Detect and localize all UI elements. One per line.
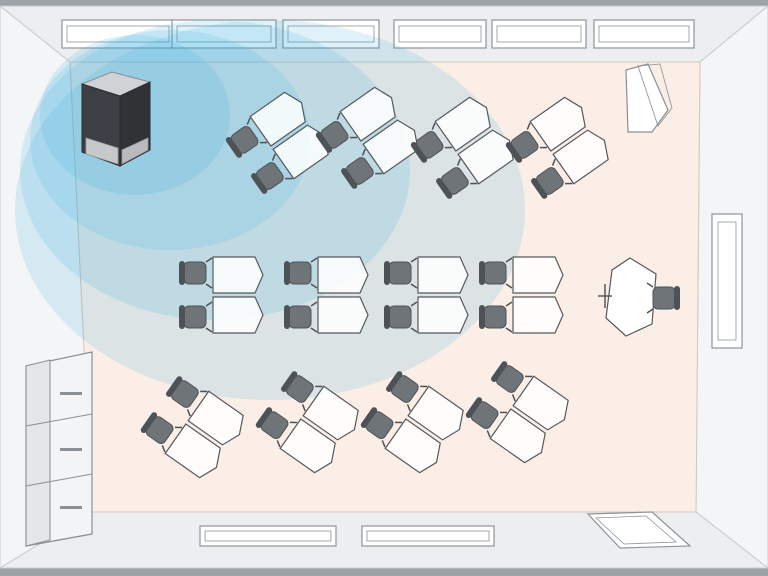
- cabinet-icon: [25, 351, 93, 547]
- cabinet-handle: [60, 506, 82, 509]
- desk-cluster-6: [284, 256, 369, 334]
- cabinet-shelf: [25, 473, 93, 487]
- desk-icon: [212, 256, 264, 294]
- window-bottom-2: [361, 525, 495, 547]
- chair-icon: [281, 371, 323, 412]
- desk-cluster-8: [479, 256, 564, 334]
- chair-icon: [179, 257, 213, 289]
- chair-icon: [341, 148, 383, 189]
- chair-icon: [479, 301, 513, 333]
- door-icon: [586, 511, 692, 549]
- cabinet-handle: [60, 392, 82, 395]
- desk-cluster-2: [315, 86, 419, 189]
- teacher-desk: [598, 257, 680, 337]
- window-bottom-1: [199, 525, 337, 547]
- desk-icon: [384, 418, 441, 474]
- chair-icon: [284, 257, 318, 289]
- chair-icon: [166, 376, 208, 417]
- desk-icon: [512, 296, 564, 334]
- desk-cluster-12: [465, 361, 569, 464]
- chair-icon: [140, 412, 183, 453]
- airflow-zone-group: [15, 20, 525, 400]
- desk-cluster-11: [360, 371, 464, 474]
- desk-icon: [339, 86, 396, 142]
- desk-icon: [164, 423, 221, 479]
- desk-cluster-3: [410, 96, 514, 199]
- desk-cluster-10: [255, 371, 359, 474]
- cabinet-shelf: [25, 533, 93, 547]
- air-purifier-icon: [80, 71, 152, 167]
- chair-icon: [315, 112, 358, 153]
- window-top-3: [282, 19, 380, 49]
- desk-icon: [317, 296, 369, 334]
- desk-icon: [417, 256, 469, 294]
- desk-icon: [212, 296, 264, 334]
- cabinet-shelf: [25, 413, 93, 427]
- desk-icon: [605, 257, 657, 337]
- chair-icon: [531, 158, 573, 199]
- desk-cluster-5: [179, 256, 264, 334]
- window-top-6: [593, 19, 695, 49]
- window-top-5: [491, 19, 587, 49]
- window-top-1: [61, 19, 175, 49]
- chair-icon: [225, 117, 268, 158]
- desk-icon: [249, 91, 306, 147]
- shelf-unit: [625, 63, 673, 133]
- window-group: [61, 19, 743, 547]
- desk-cluster-7: [384, 256, 469, 334]
- desk-icon: [529, 96, 586, 152]
- window-top-4: [393, 19, 487, 49]
- desk-icon: [279, 418, 336, 474]
- desk-icon: [512, 256, 564, 294]
- desk-icon: [417, 296, 469, 334]
- chair-icon: [386, 371, 428, 412]
- chair-icon: [384, 257, 418, 289]
- desk-icon: [187, 390, 244, 446]
- desk-cluster-4: [505, 96, 609, 199]
- chair-icon: [179, 301, 213, 333]
- desk-cluster-1: [225, 91, 329, 194]
- desk-icon: [302, 385, 359, 441]
- desk-cluster-group: [140, 86, 609, 479]
- chair-icon: [360, 407, 403, 448]
- desk-icon: [407, 385, 464, 441]
- chair-icon: [479, 257, 513, 289]
- cabinet-handle: [60, 448, 82, 451]
- chair-icon: [436, 158, 478, 199]
- chair-icon: [646, 282, 680, 314]
- chair-icon: [465, 397, 508, 438]
- room-bottom-edge: [0, 568, 768, 576]
- chair-icon: [410, 122, 453, 163]
- desk-icon: [552, 129, 609, 185]
- chair-icon: [284, 301, 318, 333]
- desk-cluster-9: [140, 376, 244, 479]
- desk-icon: [434, 96, 491, 152]
- desk-icon: [317, 256, 369, 294]
- desk-icon: [362, 119, 419, 175]
- window-top-2: [171, 19, 277, 49]
- chair-icon: [505, 122, 548, 163]
- desk-icon: [489, 408, 546, 464]
- window-right: [711, 213, 743, 349]
- chair-icon: [384, 301, 418, 333]
- desk-icon: [512, 375, 569, 431]
- room-top-edge: [0, 0, 768, 6]
- chair-icon: [251, 153, 293, 194]
- chair-icon: [491, 361, 533, 402]
- chair-icon: [255, 407, 298, 448]
